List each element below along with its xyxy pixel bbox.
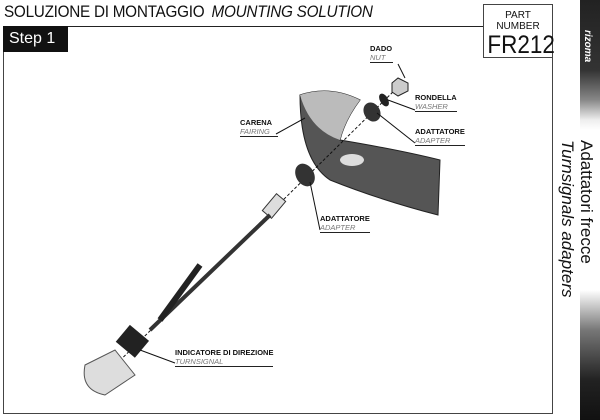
adapter-bottom-icon: [295, 163, 315, 187]
adapter-top-icon: [363, 102, 381, 122]
label-nut-it: DADO: [370, 44, 393, 53]
washer-icon: [379, 93, 389, 107]
axis-line: [94, 84, 401, 386]
label-washer-it: RONDELLA: [415, 93, 457, 102]
title-english: MOUNTING SOLUTION: [211, 2, 373, 21]
product-title-english: Turnsignals adapters: [558, 140, 577, 298]
part-number-label: PART NUMBER: [496, 10, 540, 32]
product-title: Adattatori frecce Turnsignals adapters: [558, 140, 596, 298]
label-fairing-en: FAIRING: [240, 127, 278, 137]
label-adapter-top-en: ADAPTER: [415, 136, 465, 146]
title-italian: SOLUZIONE DI MONTAGGIO: [4, 2, 205, 21]
step-badge: Step 1: [3, 26, 68, 52]
label-nut-en: NUT: [370, 53, 394, 63]
part-number-box: PART NUMBER FR212: [483, 4, 555, 59]
turnsignal-lens: [83, 349, 136, 396]
label-adapter-bottom-en: ADAPTER: [320, 223, 370, 233]
part-number: FR212: [487, 31, 555, 59]
brand-strip: [580, 0, 600, 420]
brand-logo: rizoma: [582, 30, 593, 63]
label-adapter-top-it: ADATTATORE: [415, 127, 465, 136]
label-adapter-bottom-it: ADATTATORE: [320, 214, 370, 223]
turnsignal-body: [115, 324, 150, 358]
instruction-frame: [3, 26, 553, 414]
label-washer-en: WASHER: [415, 102, 457, 112]
label-turnsignal-en: TURNSIGNAL: [175, 357, 274, 367]
nut-icon: [391, 77, 409, 97]
page-title: SOLUZIONE DI MONTAGGIO MOUNTING SOLUTION: [4, 2, 373, 22]
product-title-italian: Adattatori frecce: [577, 140, 596, 264]
label-fairing-it: CARENA: [240, 118, 273, 127]
label-turnsignal-it: INDICATORE DI DIREZIONE: [175, 348, 274, 357]
threaded-stem: [261, 193, 287, 219]
